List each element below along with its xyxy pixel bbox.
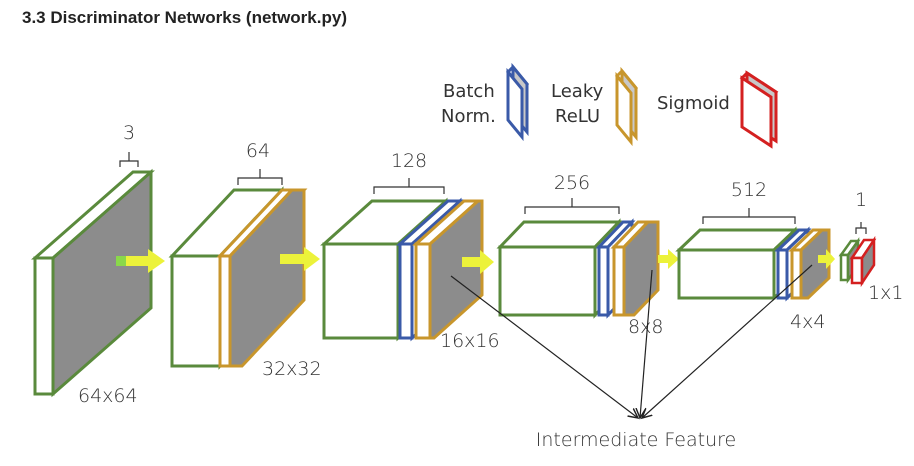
legend-leaky-relu-line1: Leaky xyxy=(551,81,604,102)
layer-5-channels: 512 xyxy=(731,179,767,201)
layer-4-channels: 256 xyxy=(554,172,590,194)
layer-2-size: 32x32 xyxy=(262,358,322,380)
layer-6-output: 1 1x1 xyxy=(838,189,903,304)
legend-leaky-relu-line2: ReLU xyxy=(555,106,600,127)
flow-arrow-4 xyxy=(658,249,679,269)
section-title: 3.3 Discriminator Networks (network.py) xyxy=(22,8,347,27)
layer-3-size: 16x16 xyxy=(440,330,500,352)
layer-4-size: 8x8 xyxy=(628,316,663,338)
legend: Batch Norm. Leaky ReLU Sigmoid xyxy=(441,62,779,149)
layer-1-input: 3 64x64 xyxy=(31,122,155,407)
legend-batch-norm-line1: Batch xyxy=(443,81,495,102)
legend-sigmoid-swatch xyxy=(739,70,779,149)
layer-5-size: 4x4 xyxy=(790,311,825,333)
layer-3-channels: 128 xyxy=(391,150,427,172)
layer-5: 512 4x4 xyxy=(675,179,831,333)
layer-1-size: 64x64 xyxy=(78,385,138,407)
layer-6-channels: 1 xyxy=(855,189,867,211)
flow-arrow-3 xyxy=(462,250,494,274)
legend-batch-norm-line2: Norm. xyxy=(441,106,496,127)
layer-6-size: 1x1 xyxy=(868,282,903,304)
layer-3: 128 16x16 xyxy=(320,150,500,352)
legend-leaky-relu-swatch xyxy=(614,66,639,147)
layer-2-channels: 64 xyxy=(246,140,270,162)
flow-arrow-2 xyxy=(280,247,320,271)
layer-1-channels: 3 xyxy=(123,122,135,144)
flow-arrow-5 xyxy=(818,249,835,269)
legend-sigmoid: Sigmoid xyxy=(657,93,730,114)
intermediate-feature-arrows xyxy=(450,264,813,418)
layer-2: 64 32x32 xyxy=(168,140,322,380)
legend-batch-norm-swatch xyxy=(505,62,530,142)
flow-arrow-1 xyxy=(118,249,165,273)
intermediate-feature-label: Intermediate Feature xyxy=(536,429,736,451)
layer-4: 256 8x8 xyxy=(496,172,663,338)
